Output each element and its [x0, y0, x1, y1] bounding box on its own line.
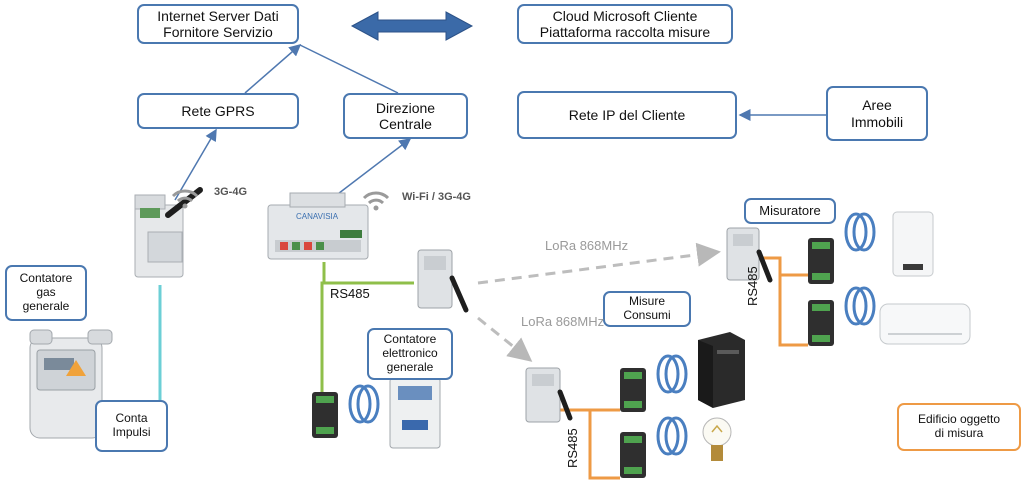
computer-tower-appliance — [698, 332, 745, 408]
power-meter-module-bottom-left — [312, 384, 380, 438]
label-lora-top: LoRa 868MHz — [545, 238, 629, 253]
box-misuratore: Misuratore — [744, 198, 836, 224]
wifi-icon — [171, 189, 199, 209]
box-aree-immobili: Aree Immobili — [826, 86, 928, 141]
lora-module-right — [726, 227, 773, 283]
label-3g4g: 3G-4G — [214, 186, 248, 198]
connector-gprs-to-server — [244, 44, 302, 94]
label-rs485-right: RS485 — [745, 266, 760, 306]
electric-meter-device — [389, 377, 441, 449]
lora-module-bottom — [525, 367, 573, 423]
lora-module-center — [417, 249, 469, 313]
lora-link-bottom — [477, 316, 533, 362]
box-edificio-misura: Edificio oggetto di misura — [897, 403, 1021, 451]
gateway-brand-label: CANAVISIA — [296, 212, 339, 221]
box-direzione-centrale: Direzione Centrale — [343, 93, 468, 139]
box-contatore-gas: Contatore gas generale — [5, 265, 87, 321]
power-meter-module-bottom-upper — [620, 354, 688, 412]
box-rete-ip: Rete IP del Cliente — [517, 91, 737, 139]
box-rete-gprs: Rete GPRS — [137, 93, 299, 129]
rs485-right-wire-2 — [778, 275, 808, 347]
boiler-appliance — [892, 211, 934, 277]
rs485-main-wire — [320, 281, 414, 395]
rs485-bottom-wire — [560, 408, 620, 480]
main-gateway-device — [267, 192, 369, 260]
box-conta-impulsi: Conta Impulsi — [95, 400, 168, 452]
gas-meter-device — [29, 329, 113, 439]
rs485-right-wire — [762, 256, 808, 277]
connector-gateway-to-direzione — [329, 138, 412, 201]
power-meter-module-right-top — [808, 212, 876, 284]
power-meter-module-right-bottom — [808, 286, 876, 346]
connector-direzione-to-server — [299, 44, 399, 94]
lora-link-top — [477, 242, 721, 285]
box-misure-consumi: Misure Consumi — [603, 291, 691, 327]
wifi-icon — [362, 191, 390, 211]
label-lora-bottom: LoRa 868MHz — [521, 314, 605, 329]
double-arrow-icon — [350, 11, 474, 41]
box-cloud-microsoft: Cloud Microsoft Cliente Piattaforma racc… — [517, 4, 733, 44]
connector-gateway-to-gprs — [174, 128, 217, 201]
box-contatore-elettronico: Contatore elettronico generale — [367, 328, 453, 380]
air-conditioner-appliance — [879, 303, 971, 345]
label-rs485-bottom: RS485 — [565, 428, 580, 468]
label-rs485-main: RS485 — [330, 286, 370, 301]
label-wifi-3g4g: Wi-Fi / 3G-4G — [402, 191, 471, 203]
light-bulb-icon — [702, 417, 732, 461]
gprs-gateway-device — [134, 187, 203, 278]
box-internet-server: Internet Server Dati Fornitore Servizio — [137, 4, 299, 44]
power-meter-module-bottom-lower — [620, 416, 688, 478]
